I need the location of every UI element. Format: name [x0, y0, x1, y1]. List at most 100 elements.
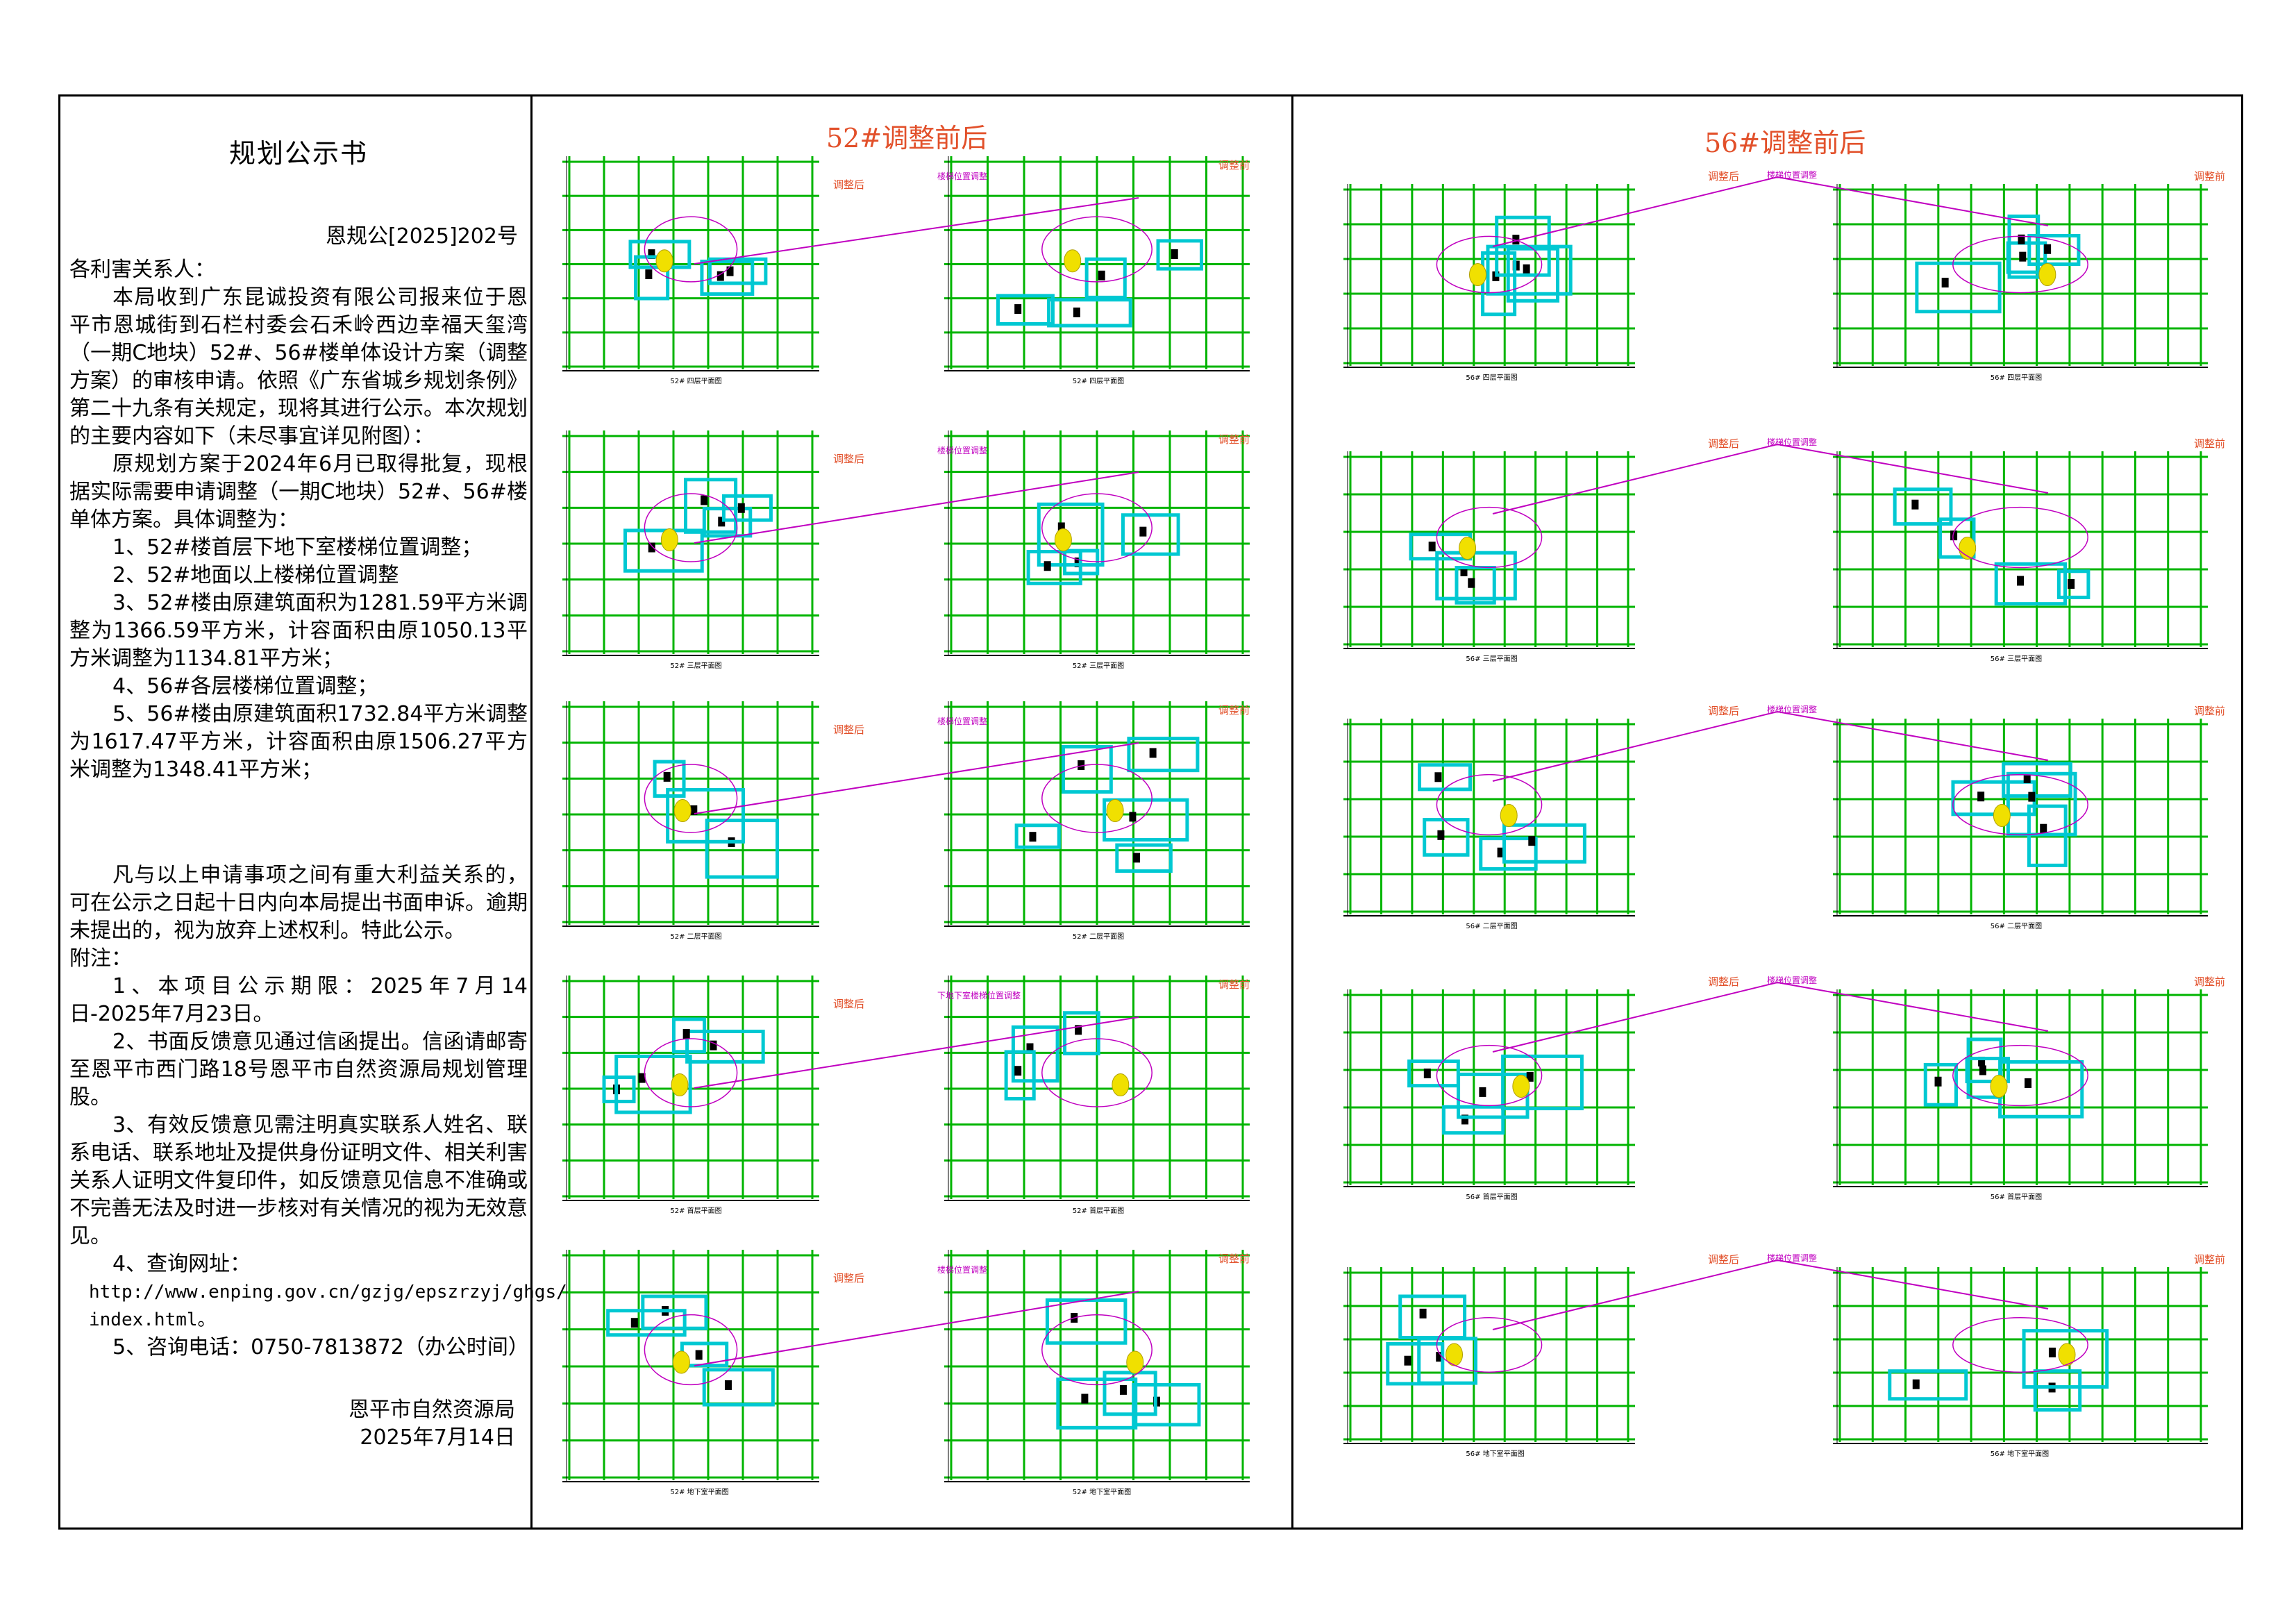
label-52-before-2: 调整前: [1218, 433, 1250, 446]
label-52-before-1: 调整前: [1218, 159, 1250, 171]
plan-52-after-3: 52# 二层平面图: [562, 701, 819, 941]
plan-52-before-2: 52# 三层平面图: [944, 430, 1250, 670]
adjustment-item-4: 4、56#各层楼梯位置调整；: [112, 674, 378, 698]
notice-frame: [58, 94, 2243, 1530]
plan-caption: 52# 二层平面图: [670, 932, 721, 941]
plan-56-before-3: 56# 二层平面图: [1833, 719, 2208, 930]
plan-caption: 52# 地下室平面图: [670, 1487, 728, 1496]
adjustment-item-2: 2、52#地面以上楼梯位置调整: [112, 563, 399, 587]
connector-56-b-2: [1777, 444, 2049, 494]
paragraph-adjustment: 原规划方案于2024年6月已取得批复，现根据实际需要申请调整（一期C地块）52#…: [69, 452, 528, 532]
website-url-line1[interactable]: http://www.enping.gov.cn/gzjg/epszrzyj/g…: [89, 1282, 567, 1303]
plan-52-before-3: 52# 二层平面图: [944, 701, 1250, 941]
connector-56-b-4: [1777, 982, 2049, 1032]
label-52-stair-note-2: 楼梯位置调整: [937, 446, 988, 455]
label-52-before-3: 调整前: [1218, 704, 1250, 717]
label-56-after-2: 调整后: [1708, 437, 1740, 450]
label-56-before-5: 调整前: [2194, 1253, 2226, 1266]
plan-caption: 52# 首层平面图: [670, 1206, 721, 1215]
plan-56-before-1: 56# 四层平面图: [1833, 184, 2208, 382]
plan-52-after-2: 52# 三层平面图: [562, 430, 819, 670]
notice-title: 规划公示书: [228, 138, 368, 169]
label-56-before-4: 调整前: [2194, 976, 2226, 988]
plan-caption: 52# 三层平面图: [1073, 662, 1124, 670]
note-validity: 3、有效反馈意见需注明真实联系人姓名、联系电话、联系地址及提供身份证明文件、相关…: [69, 1113, 528, 1248]
connector-52-2: [694, 471, 1139, 544]
connector-52-5: [694, 1291, 1139, 1366]
label-52-after-4: 调整后: [833, 998, 865, 1010]
connector-56-a-3: [1492, 711, 1778, 782]
plan-caption: 56# 二层平面图: [1991, 922, 2042, 930]
plan-caption: 52# 首层平面图: [1073, 1206, 1124, 1215]
plan-caption: 56# 四层平面图: [1991, 374, 2042, 382]
plan-caption: 56# 首层平面图: [1991, 1192, 2042, 1201]
connector-56-b-5: [1777, 1259, 2049, 1309]
note-phone: 5、咨询电话：0750-7813872（办公时间）: [112, 1335, 529, 1359]
label-56-after-1: 调整后: [1708, 170, 1740, 183]
label-52-stair-note-1: 楼梯位置调整: [937, 171, 988, 181]
plan-caption: 56# 三层平面图: [1991, 655, 2042, 663]
plan-caption: 52# 二层平面图: [1073, 932, 1124, 941]
column-divider-left: [530, 94, 533, 1530]
label-56-before-3: 调整前: [2194, 705, 2226, 717]
connector-56-a-5: [1492, 1259, 1778, 1330]
plan-caption: 52# 四层平面图: [670, 377, 721, 385]
website-url-line2[interactable]: index.html。: [89, 1309, 216, 1330]
label-52-stair-note-4: 下地下室楼梯位置调整: [937, 991, 1021, 1001]
label-56-after-5: 调整后: [1708, 1253, 1740, 1266]
plan-caption: 56# 地下室平面图: [1991, 1449, 2049, 1458]
plan-56-before-4: 56# 首层平面图: [1833, 989, 2208, 1201]
paragraph-objection: 凡与以上申请事项之间有重大利益关系的，可在公示之日起十日内向本局提出书面申诉。逾…: [69, 863, 528, 943]
label-52-after-5: 调整后: [833, 1272, 865, 1284]
connector-52-3: [694, 742, 1139, 814]
plan-56-before-5: 56# 地下室平面图: [1833, 1267, 2208, 1458]
plan-52-before-1: 52# 四层平面图: [944, 156, 1250, 385]
plan-caption: 56# 地下室平面图: [1466, 1449, 1524, 1458]
connector-56-a-4: [1492, 982, 1778, 1053]
label-52-stair-note-3: 楼梯位置调整: [937, 717, 988, 726]
label-56-after-4: 调整后: [1708, 976, 1740, 988]
issuer: 恩平市自然资源局: [349, 1398, 515, 1422]
plan-52-before-5: 52# 地下室平面图: [944, 1250, 1250, 1496]
plan-caption: 56# 二层平面图: [1466, 922, 1517, 930]
paragraph-application: 本局收到广东昆诚投资有限公司报来位于恩平市恩城街到石栏村委会石禾岭西边幸福天玺湾…: [69, 285, 528, 449]
label-56-after-3: 调整后: [1708, 705, 1740, 717]
plan-52-before-4: 52# 首层平面图: [944, 976, 1250, 1215]
issue-date: 2025年7月14日: [360, 1425, 515, 1450]
label-52-stair-note-5: 楼梯位置调整: [937, 1265, 988, 1275]
label-52-before-4: 调整前: [1218, 978, 1250, 991]
plan-52-after-4: 52# 首层平面图: [562, 976, 819, 1215]
panel-52-title: 52#调整前后: [826, 123, 988, 153]
label-56-before-1: 调整前: [2194, 170, 2226, 183]
adjustment-item-3: 3、52#楼由原建筑面积为1281.59平方米调整为1366.59平方米，计容面…: [69, 591, 528, 671]
plan-caption: 52# 三层平面图: [670, 662, 721, 670]
plan-caption: 52# 四层平面图: [1073, 377, 1124, 385]
label-56-before-2: 调整前: [2194, 437, 2226, 450]
adjustment-item-5: 5、56#楼由原建筑面积1732.84平方米调整为1617.47平方米，计容面积…: [69, 702, 528, 782]
salutation: 各利害关系人：: [69, 258, 215, 282]
plan-52-after-5: 52# 地下室平面图: [562, 1250, 819, 1496]
plan-56-before-2: 56# 三层平面图: [1833, 451, 2208, 663]
note-website: 4、查询网址：: [112, 1252, 251, 1276]
connector-56-a-1: [1492, 176, 1778, 247]
plan-caption: 56# 首层平面图: [1466, 1192, 1517, 1201]
connector-52-1: [694, 197, 1139, 265]
connector-52-4: [694, 1016, 1139, 1089]
connector-56-b-1: [1777, 176, 2049, 226]
label-52-after-2: 调整后: [833, 453, 865, 465]
annex-heading: 附注：: [69, 946, 132, 971]
label-52-after-3: 调整后: [833, 723, 865, 736]
plan-56-after-2: 56# 三层平面图: [1343, 451, 1635, 663]
plan-56-after-4: 56# 首层平面图: [1343, 989, 1635, 1201]
note-period: 1、本项目公示期限：2025年7月14日-2025年7月23日。: [69, 974, 528, 1026]
label-52-before-5: 调整前: [1218, 1253, 1250, 1265]
column-divider-right: [1291, 94, 1293, 1530]
connector-56-b-3: [1777, 711, 2049, 761]
plan-56-after-3: 56# 二层平面图: [1343, 719, 1635, 930]
label-52-after-1: 调整后: [833, 178, 865, 191]
panel-56-title: 56#调整前后: [1704, 128, 1866, 158]
note-mail: 2、书面反馈意见通过信函提出。信函请邮寄至恩平市西门路18号恩平市自然资源局规划…: [69, 1030, 528, 1110]
plan-52-after-1: 52# 四层平面图: [562, 156, 819, 385]
adjustment-item-1: 1、52#楼首层下地下室楼梯位置调整；: [112, 535, 483, 560]
document-number: 恩规公[2025]202号: [325, 224, 518, 249]
